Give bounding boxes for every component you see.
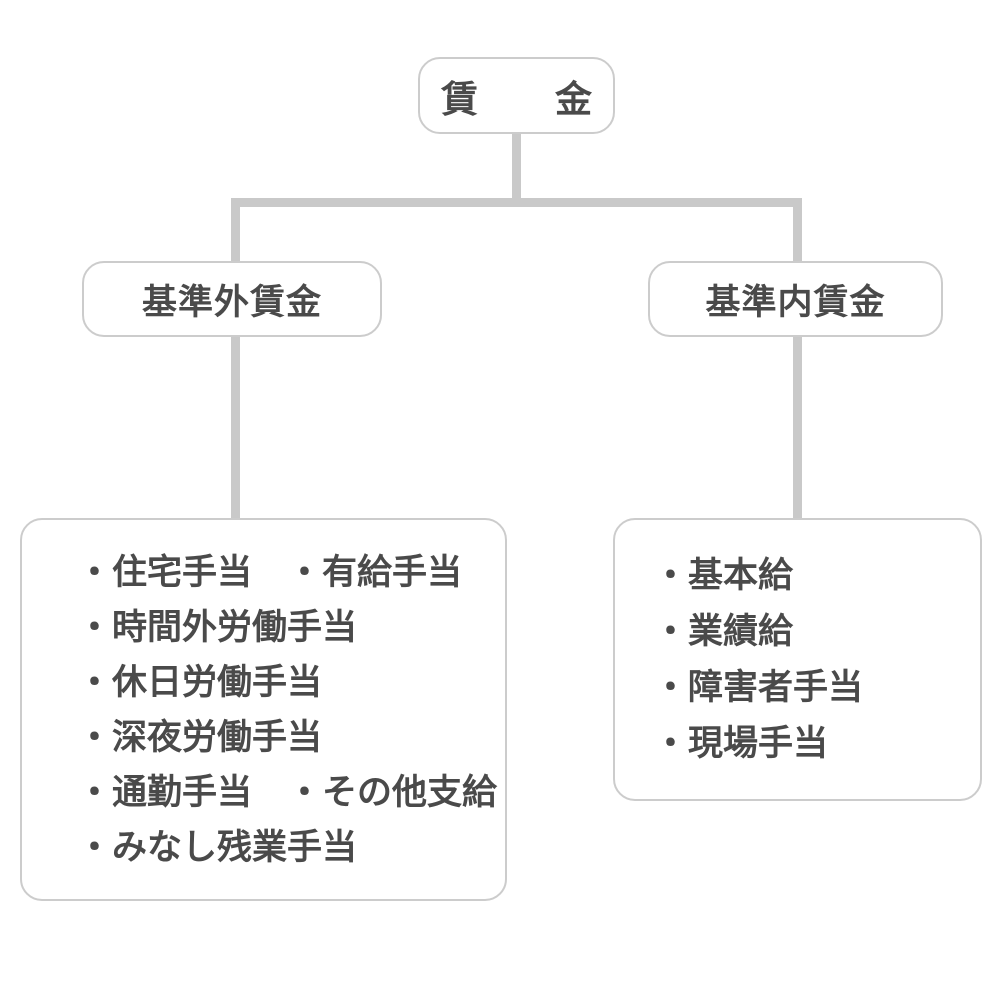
list-item: ・深夜労働手当 — [77, 717, 323, 757]
list-item: ・時間外労働手当 — [77, 607, 358, 647]
node-root-label: 賃 金 — [441, 78, 612, 120]
list-item: ・住宅手当 ・有給手当 — [77, 552, 463, 592]
connector-horizontal-bar — [231, 198, 802, 207]
connector-right-branch-to-list — [793, 334, 802, 522]
connector-left-branch-to-list — [231, 334, 240, 522]
connector-drop-right — [793, 198, 802, 264]
list-non-standard-wage-items: ・住宅手当 ・有給手当 ・時間外労働手当 ・休日労働手当 ・深夜労働手当 ・通勤… — [20, 518, 507, 901]
node-root-wage: 賃 金 — [418, 57, 615, 134]
connector-drop-left — [231, 198, 240, 264]
list-item: ・通勤手当 ・その他支給 — [77, 772, 498, 812]
list-item: ・業績給 — [653, 611, 794, 651]
list-standard-wage-items: ・基本給 ・業績給 ・障害者手当 ・現場手当 — [613, 518, 982, 801]
list-item: ・障害者手当 — [653, 667, 864, 707]
list-item: ・みなし残業手当 — [77, 827, 358, 867]
connector-root-stem — [512, 130, 521, 206]
node-non-standard-wage: 基準外賃金 — [82, 261, 382, 337]
list-item: ・現場手当 — [653, 723, 829, 763]
list-item: ・基本給 — [653, 555, 794, 595]
list-item: ・休日労働手当 — [77, 662, 323, 702]
node-standard-wage: 基準内賃金 — [648, 261, 943, 337]
node-non-standard-wage-label: 基準外賃金 — [141, 282, 322, 322]
node-standard-wage-label: 基準内賃金 — [705, 282, 886, 322]
